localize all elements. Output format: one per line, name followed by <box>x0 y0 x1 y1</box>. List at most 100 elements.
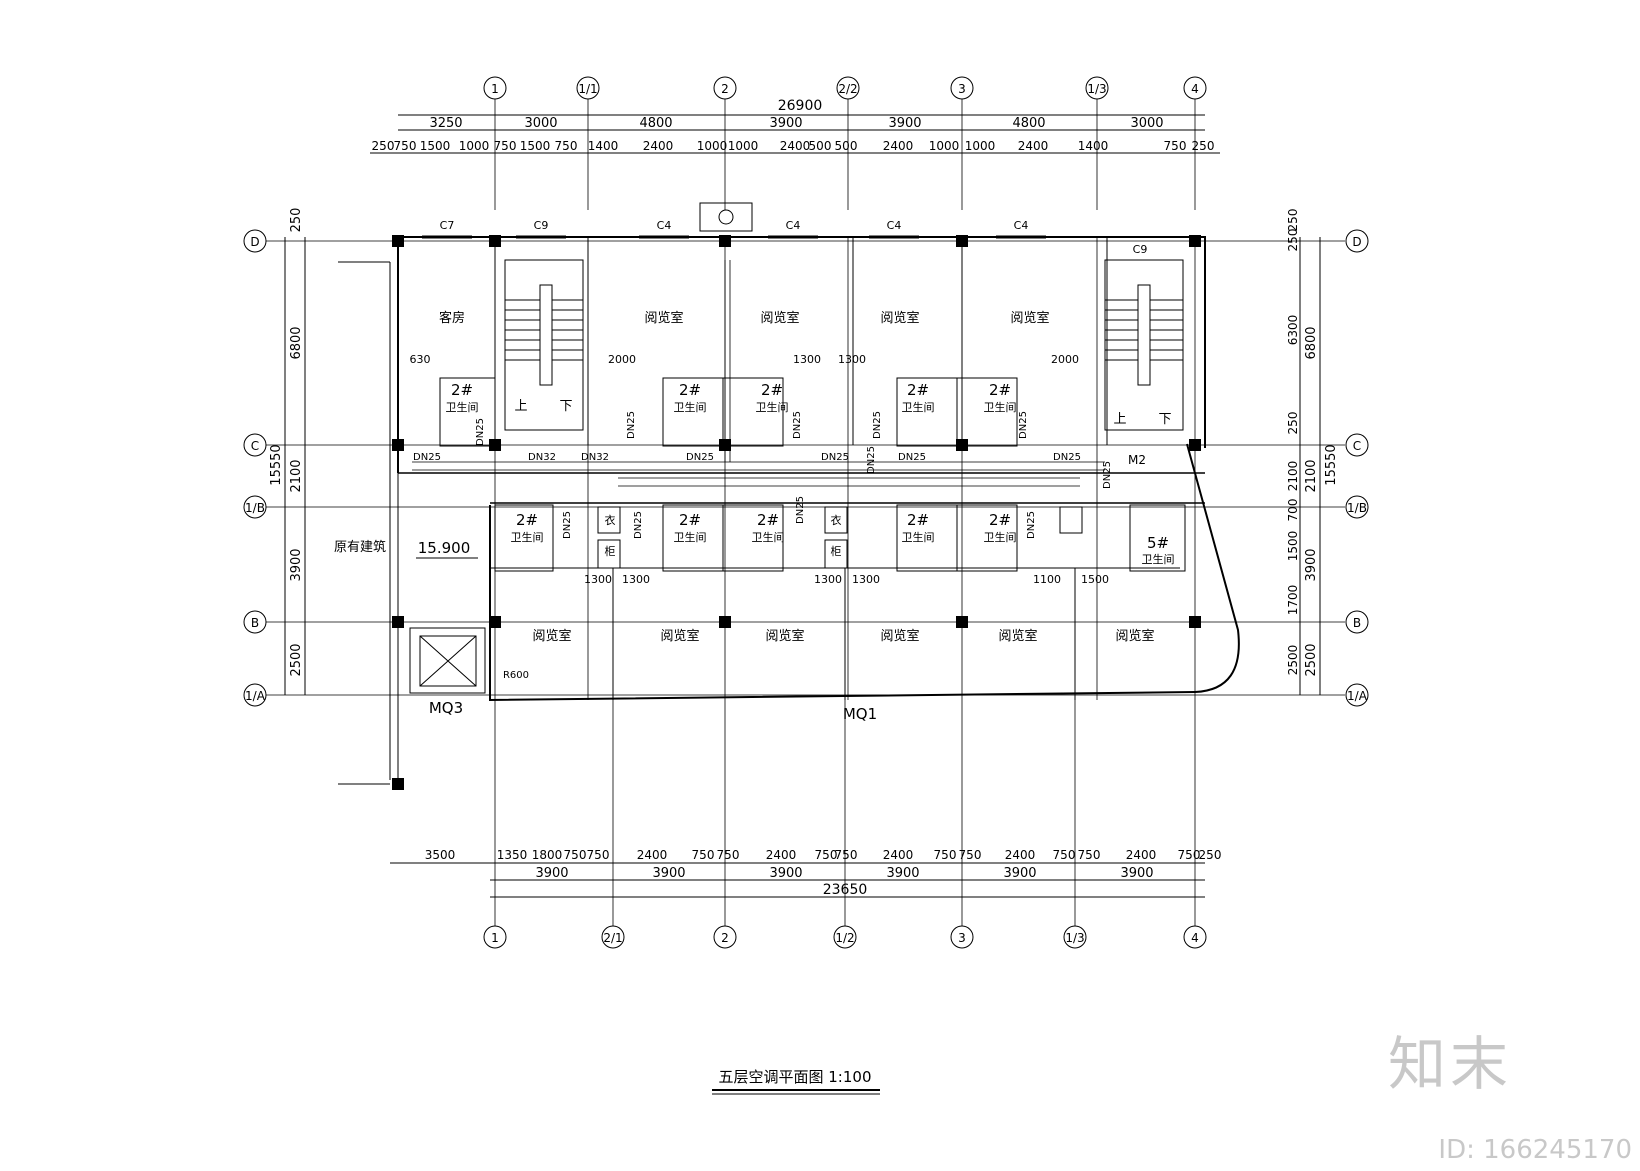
toilet-number-5: 5# <box>1147 534 1169 552</box>
dim-bottom-2: 3900 <box>886 866 919 881</box>
dim-top-1: 3000 <box>524 116 557 131</box>
grid-label-left: B <box>251 616 259 630</box>
dim-bottom-1: 2400 <box>766 848 797 862</box>
grid-label-top: 2 <box>721 82 729 96</box>
grid-label-left: D <box>250 235 259 249</box>
cabinet-label: 柜 <box>605 545 616 558</box>
toilet-number: 2# <box>989 381 1011 399</box>
grid-label-bottom: 1 <box>491 931 499 945</box>
room-label-lower: 阅览室 <box>532 628 571 644</box>
grid-bubble-right <box>1345 433 1369 457</box>
pipe-label: DN25 <box>872 411 883 439</box>
dim-bottom-2: 3900 <box>769 866 802 881</box>
dim-top-overall: 26900 <box>778 98 823 114</box>
dim-bottom-1: 750 <box>815 848 838 862</box>
dim-left: 2500 <box>289 643 304 676</box>
grid-label-bottom: 2/1 <box>603 931 622 945</box>
column <box>392 235 404 247</box>
dim-top-2: 1400 <box>588 139 619 153</box>
toilet-number: 2# <box>907 511 929 529</box>
dim-top-2: 2400 <box>780 139 811 153</box>
pipe-dim: 630 <box>410 353 431 366</box>
toilet-label: 卫生间 <box>752 530 785 544</box>
dim-bottom-1: 2400 <box>1126 848 1157 862</box>
stair-down-label: 下 <box>1158 412 1171 427</box>
dim-top-2: 2400 <box>883 139 914 153</box>
toilet-number: 2# <box>516 511 538 529</box>
column <box>392 778 404 790</box>
dim-right-inner: 250 <box>1286 229 1300 252</box>
dim-top-1: 3250 <box>429 116 462 131</box>
wardrobe-label: 衣 <box>605 513 616 527</box>
column <box>719 439 731 451</box>
grid-label-bottom: 2 <box>721 931 729 945</box>
pipe-label: DN25 <box>1026 511 1037 539</box>
dim-top-2: 500 <box>835 139 858 153</box>
watermark-brand: 知末 <box>1387 1030 1512 1098</box>
dim-top-2: 1000 <box>929 139 960 153</box>
room-label-lower: 阅览室 <box>660 628 699 644</box>
dim-bottom-2: 3900 <box>652 866 685 881</box>
stair-left <box>504 259 584 431</box>
toilet-label: 卫生间 <box>902 400 935 414</box>
dim-top-2: 750 <box>494 139 517 153</box>
grid-label-right: D <box>1352 235 1361 249</box>
column <box>392 616 404 628</box>
dim-top-1: 3000 <box>1130 116 1163 131</box>
pipe-label: DN25 <box>413 452 441 463</box>
grid-label-right: 1/B <box>1347 501 1367 515</box>
column <box>719 616 731 628</box>
dim-top-1: 4800 <box>639 116 672 131</box>
room-label-lower: 阅览室 <box>998 628 1037 644</box>
dim-bottom-1: 750 <box>564 848 587 862</box>
dim-top-2: 1000 <box>459 139 490 153</box>
dim-top-2: 500 <box>809 139 832 153</box>
dim-top-2: 1000 <box>965 139 996 153</box>
room-label-upper: 阅览室 <box>880 310 919 326</box>
pipe-label: DN25 <box>1102 461 1113 489</box>
dim-top-1: 3900 <box>888 116 921 131</box>
dim-right-inner: 1700 <box>1286 585 1300 616</box>
dim-right: 2500 <box>1304 643 1319 676</box>
grid-label-bottom: 3 <box>958 931 966 945</box>
dim-left: 3900 <box>289 548 304 581</box>
dim-bottom-1: 1350 <box>497 848 528 862</box>
dim-right: 3900 <box>1304 548 1319 581</box>
grid-bubble-right <box>1345 683 1369 707</box>
dim-bottom-1: 2400 <box>1005 848 1036 862</box>
mq1-label: MQ1 <box>843 705 877 723</box>
dim-bottom-1: 750 <box>717 848 740 862</box>
toilet-label: 卫生间 <box>511 530 544 544</box>
elevation-label: 15.900 <box>418 539 471 557</box>
pipe-dim: 1300 <box>622 573 650 586</box>
window-label: C4 <box>786 219 801 232</box>
column <box>719 235 731 247</box>
pipe-label: DN32 <box>528 452 556 463</box>
grid-label-top: 1 <box>491 82 499 96</box>
toilet-label: 卫生间 <box>902 530 935 544</box>
grid-label-top: 3 <box>958 82 966 96</box>
grid-label-top: 1/1 <box>578 82 597 96</box>
pipe-label: DN25 <box>821 452 849 463</box>
m2-label: M2 <box>1128 453 1146 467</box>
dim-top-1: 3900 <box>769 116 802 131</box>
dim-bottom-1: 750 <box>1078 848 1101 862</box>
toilet-number: 2# <box>761 381 783 399</box>
pipe-dim: 1300 <box>584 573 612 586</box>
dim-left: 6800 <box>289 326 304 359</box>
dim-left-overall: 15550 <box>269 444 284 485</box>
column <box>1189 439 1201 451</box>
grid-label-top: 4 <box>1191 82 1199 96</box>
dim-right-inner: 6300 <box>1286 315 1300 346</box>
pipe-dim: 1300 <box>814 573 842 586</box>
dim-bottom-1: 750 <box>1053 848 1076 862</box>
duct-lines <box>412 260 1105 487</box>
grid-bubble-right <box>1345 495 1369 519</box>
pipe-label: DN25 <box>1018 411 1029 439</box>
grid-label-bottom: 1/2 <box>835 931 854 945</box>
room-label-upper: 客房 <box>439 310 465 326</box>
lower-block-walls <box>489 505 1196 702</box>
dim-bottom-1: 750 <box>835 848 858 862</box>
stair-down-label: 下 <box>559 399 572 414</box>
